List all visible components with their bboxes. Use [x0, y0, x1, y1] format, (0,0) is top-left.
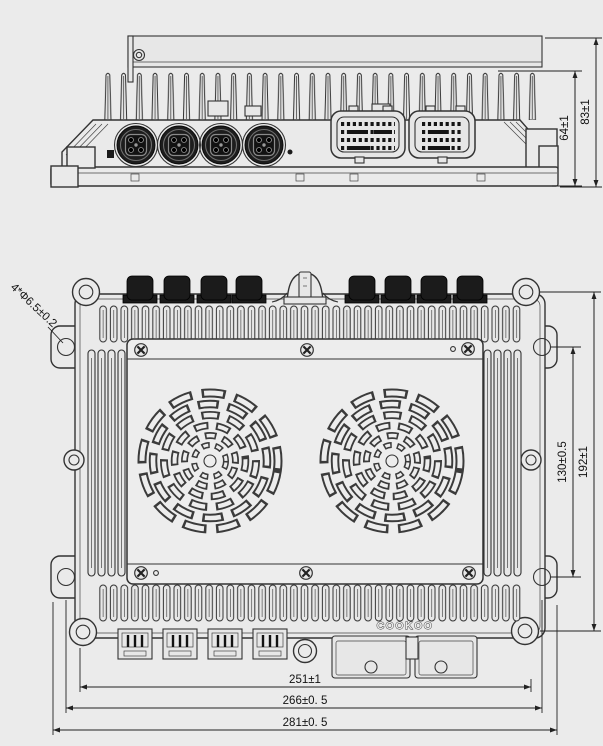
top-center-tab	[271, 271, 339, 305]
dimension-64: 64±1	[498, 70, 582, 187]
round-connector-icon	[198, 122, 244, 168]
corner-lugs	[63, 277, 542, 647]
back-plate	[127, 35, 543, 83]
callout-mount-holes: 4*Φ6.5±0.2	[8, 281, 64, 344]
dim-label-192: 192±1	[578, 446, 590, 478]
small-connector-icon	[162, 628, 198, 660]
dim-label-281: 281±0. 5	[283, 717, 328, 729]
round-connector-icon	[241, 122, 287, 168]
dimension-192: 192±1	[540, 291, 601, 632]
rect-connector-right	[408, 105, 476, 164]
pin-fin-heatsink	[100, 71, 540, 120]
screw-icon	[298, 565, 314, 581]
screw-icon	[299, 342, 315, 358]
round-connector-icon	[156, 122, 202, 168]
side-elevation-view: 64±1 83±1	[50, 35, 602, 188]
fan-plate	[126, 338, 484, 585]
round-connector-icon	[113, 122, 159, 168]
dim-label-266: 266±0. 5	[283, 695, 328, 707]
dimension-130: 130±0.5	[551, 346, 581, 578]
small-connector-icon	[117, 628, 153, 660]
dimension-251: 251±1	[79, 648, 532, 692]
dim-label-83: 83±1	[580, 99, 592, 125]
bottom-center-boss	[292, 638, 318, 664]
fin-row-bottom	[98, 584, 522, 622]
plate-screw-hole-icon	[132, 48, 146, 62]
top-edge-connectors	[122, 275, 488, 304]
rect-connector-left	[330, 105, 406, 164]
brand-label: COOKOO	[377, 620, 434, 632]
dimension-281: 281±0. 5	[52, 602, 558, 735]
fin-row-top	[98, 305, 522, 343]
screw-icon	[460, 341, 476, 357]
connector-bump-icon	[122, 275, 488, 304]
screw-icon	[461, 565, 477, 581]
plan-view: COOKOO	[8, 271, 601, 735]
screw-icon	[133, 565, 149, 581]
base-slab	[50, 146, 559, 188]
dimension-266: 266±0. 5	[65, 600, 543, 713]
dim-label-251: 251±1	[289, 674, 321, 686]
dim-label-64: 64±1	[559, 115, 571, 141]
small-connector-icon	[252, 628, 288, 660]
bottom-small-connectors	[117, 628, 288, 660]
small-connector-icon	[207, 628, 243, 660]
screw-icon	[133, 342, 149, 358]
dim-label-130: 130±0.5	[557, 441, 569, 483]
callout-label: 4*Φ6.5±0.2	[8, 281, 59, 330]
mount-holes	[56, 337, 552, 587]
dimension-83: 83±1	[545, 37, 602, 188]
bottom-large-connectors	[331, 635, 478, 679]
